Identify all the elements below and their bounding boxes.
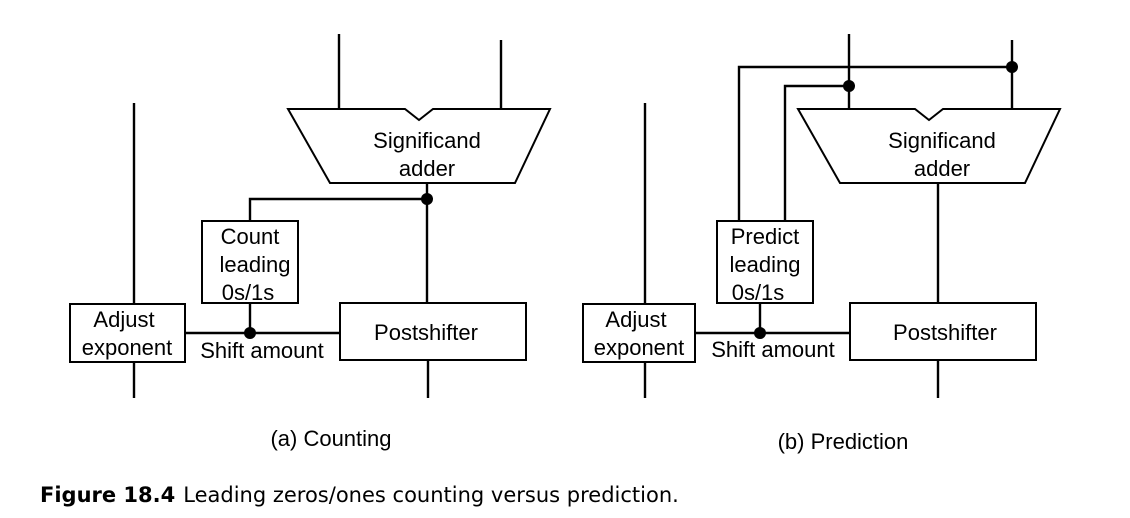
b-predict-label-1: Predict xyxy=(731,224,799,249)
a-branch-to-count xyxy=(248,197,427,220)
a-sublabel: (a) Counting xyxy=(270,426,391,451)
b-significand-adder xyxy=(796,108,1062,184)
caption-number: Figure 18.4 xyxy=(40,483,175,507)
caption-line: Figure 18.4 Leading zeros/ones counting v… xyxy=(40,483,679,507)
a-adjust-label-2: exponent xyxy=(82,335,173,360)
b-postshifter-label: Postshifter xyxy=(893,320,997,345)
a-count-label-3: 0s/1s xyxy=(222,280,275,305)
b-junction-dot xyxy=(754,327,766,339)
a-postshifter-box xyxy=(339,302,527,361)
b-tap-right-input xyxy=(737,65,1012,221)
b-adjust-label-2: exponent xyxy=(594,335,685,360)
b-tap-left-input xyxy=(783,84,849,221)
b-predict-label-2: leading xyxy=(730,252,801,277)
a-junction-dot xyxy=(244,327,256,339)
a-postshifter-label: Postshifter xyxy=(374,320,478,345)
b-predict-label-3: 0s/1s xyxy=(732,280,785,305)
b-adjust-exponent-box xyxy=(582,303,696,363)
b-adder-label-2: adder xyxy=(914,156,970,181)
a-shift-amount-label: Shift amount xyxy=(200,338,324,363)
a-count-label-1: Count xyxy=(221,224,280,249)
a-adjust-label-1: Adjust xyxy=(93,307,154,332)
diagram-a: Significand adder Count leading 0s/1s Ad… xyxy=(69,34,552,451)
a-adjust-exponent-box xyxy=(69,303,186,363)
a-count-leading-box xyxy=(201,220,299,304)
diagram-b: Significand adder Predict leading 0s/1s … xyxy=(582,34,1062,454)
b-postshifter-box xyxy=(849,302,1037,361)
b-predict-leading-box xyxy=(716,220,814,304)
b-shift-amount-label: Shift amount xyxy=(711,337,835,362)
a-count-label-2: leading xyxy=(220,252,291,277)
a-adder-label-1: Significand xyxy=(373,128,481,153)
a-junction-dot xyxy=(421,193,433,205)
a-adder-label-2: adder xyxy=(399,156,455,181)
b-adder-label-1: Significand xyxy=(888,128,996,153)
caption-text: Leading zeros/ones counting versus predi… xyxy=(183,483,679,507)
b-adjust-label-1: Adjust xyxy=(605,307,666,332)
b-sublabel: (b) Prediction xyxy=(778,429,909,454)
a-significand-adder xyxy=(286,108,552,184)
b-junction-dot xyxy=(1006,61,1018,73)
b-junction-dot xyxy=(843,80,855,92)
figure-caption: Figure 18.4 Leading zeros/ones counting v… xyxy=(40,483,679,507)
